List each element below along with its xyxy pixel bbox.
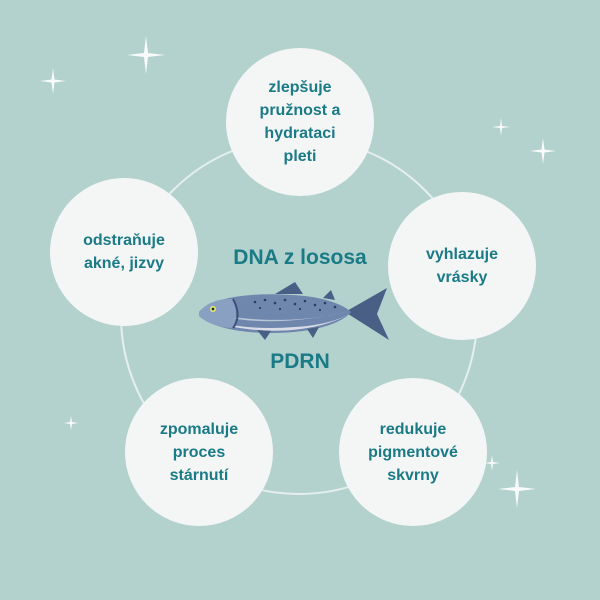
- center-subtitle: PDRN: [270, 350, 330, 373]
- sparkle-star-icon: [40, 68, 66, 94]
- sparkle-star-icon: [64, 416, 78, 430]
- sparkle-star-icon: [492, 118, 510, 136]
- benefit-bubble-pigment: redukuje pigmentové skvrny: [339, 378, 487, 526]
- benefit-bubble-wrinkles: vyhlazuje vrásky: [388, 192, 536, 340]
- benefit-label: vyhlazuje vrásky: [425, 246, 499, 286]
- sparkle-star-icon: [127, 36, 165, 74]
- benefit-bubble-acne: odstraňuje akné, jizvy: [50, 178, 198, 326]
- salmon-fish-icon: [199, 282, 389, 340]
- sparkle-star-icon: [498, 470, 536, 508]
- benefit-bubble-aging: zpomaluje proces stárnutí: [125, 378, 273, 526]
- benefit-label: zpomaluje proces stárnutí: [159, 420, 239, 484]
- benefit-bubble-elasticity: zlepšuje pružnost a hydrataci pleti: [226, 48, 374, 196]
- sparkle-star-icon: [484, 455, 500, 471]
- benefit-label: redukuje pigmentové skvrny: [368, 420, 458, 484]
- benefit-label: zlepšuje pružnost a hydrataci pleti: [259, 79, 341, 165]
- benefit-label: odstraňuje akné, jizvy: [83, 232, 165, 272]
- sparkle-star-icon: [530, 138, 556, 164]
- center-title: DNA z lososa: [233, 246, 367, 269]
